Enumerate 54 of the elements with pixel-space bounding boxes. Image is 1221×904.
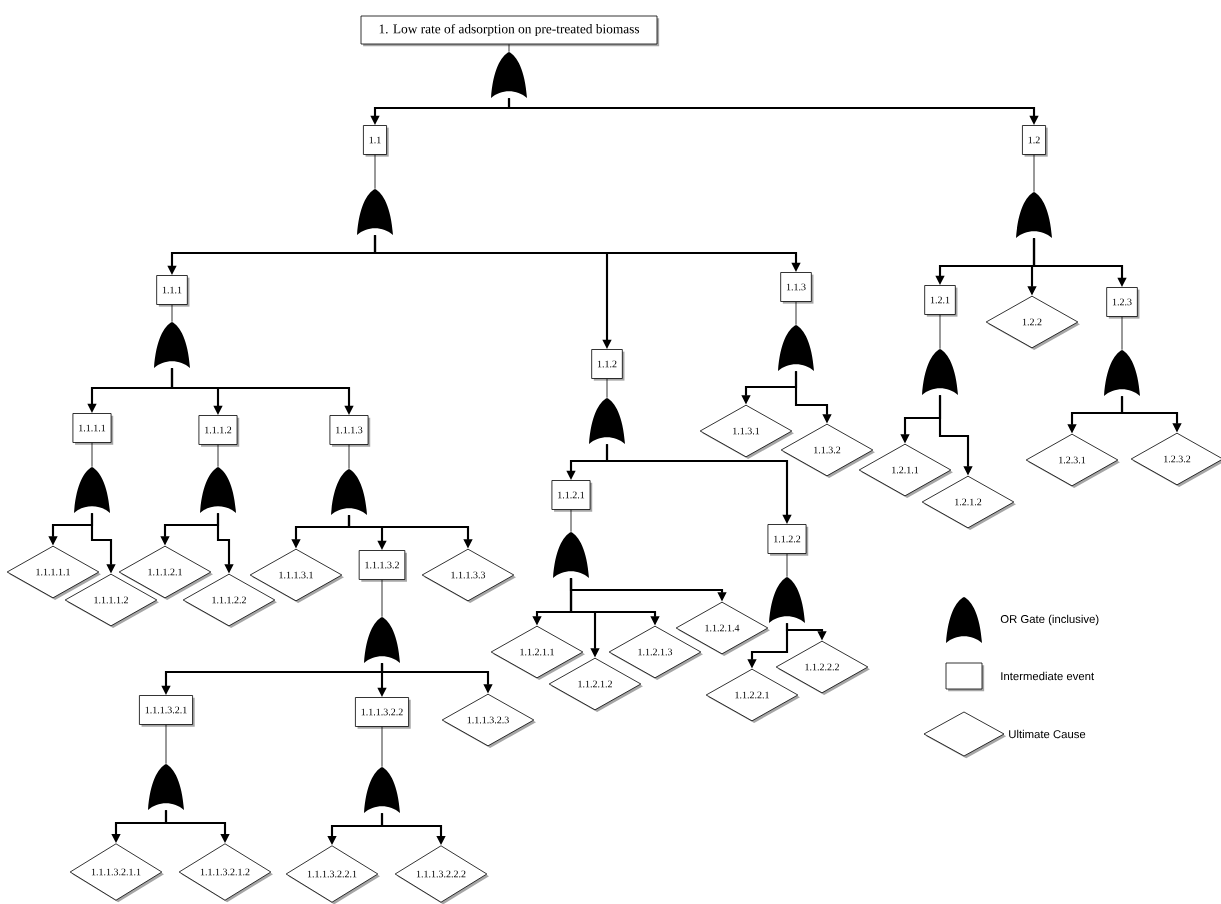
event-box: 1.1.2.1 (551, 480, 593, 512)
connector-line (939, 314, 941, 350)
connector-line (91, 442, 93, 468)
or-gate (331, 469, 367, 515)
or-gate (922, 349, 958, 395)
connector-line (171, 304, 173, 323)
connector-line (786, 553, 788, 578)
event-box: 1.1.2 (591, 349, 625, 381)
node-label: 1.1.1.3.2.1.2 (200, 868, 250, 876)
or-gate (364, 767, 400, 813)
connector-line (606, 378, 608, 399)
or-gate (74, 467, 110, 513)
legend-text: Intermediate event (1001, 671, 1095, 681)
event-box: 1.1.1.3.2 (358, 550, 407, 582)
connector-line (381, 579, 383, 618)
connector-line (217, 444, 219, 468)
or-gate (357, 189, 393, 235)
or-gate (491, 52, 527, 98)
connector-line (1121, 316, 1123, 351)
or-gate (154, 322, 190, 368)
or-gate (769, 577, 805, 623)
node-label: 1.1.1.3.2.1.1 (91, 868, 141, 876)
connector-line (795, 301, 797, 326)
or-gate (148, 764, 184, 810)
connector-line (381, 726, 383, 768)
or-gate (200, 467, 236, 513)
or-gate (1016, 192, 1052, 238)
event-box: 1.1.2.2 (767, 524, 809, 556)
event-box: 1.1.1.1 (72, 413, 114, 445)
connector-line (348, 444, 350, 470)
connector-line (1033, 154, 1035, 193)
event-box: 1.1.3 (780, 272, 814, 304)
legend-text: Ultimate Cause (1009, 729, 1086, 739)
event-box: 1. Low rate of adsorption on pre-treated biomass (360, 15, 660, 47)
event-box: 1.1.1.2 (198, 415, 240, 447)
event-box: 1.2.1 (924, 285, 958, 317)
connector-line (165, 724, 167, 765)
event-box: 1.2.3 (1106, 287, 1140, 319)
event-box: 1.1.1.3.2.2 (355, 697, 411, 729)
or-gate (1104, 350, 1140, 396)
event-box: 1.1.1 (156, 275, 190, 307)
or-gate (553, 532, 589, 578)
legend-text: OR Gate (inclusive) (1000, 614, 1099, 626)
or-gate (364, 617, 400, 663)
event-box: 1.1 (363, 125, 389, 157)
or-gate (778, 325, 814, 371)
connector-line (570, 509, 572, 533)
event-box: 1.2 (1022, 125, 1048, 157)
or-gate (589, 398, 625, 444)
connector-line (374, 154, 376, 190)
event-box: 1.1.1.3.2.1 (139, 695, 195, 727)
event-box: 1.1.1.3 (329, 415, 371, 447)
connector-line (508, 44, 510, 53)
node-label: 1.2.3.2 (1164, 455, 1191, 463)
